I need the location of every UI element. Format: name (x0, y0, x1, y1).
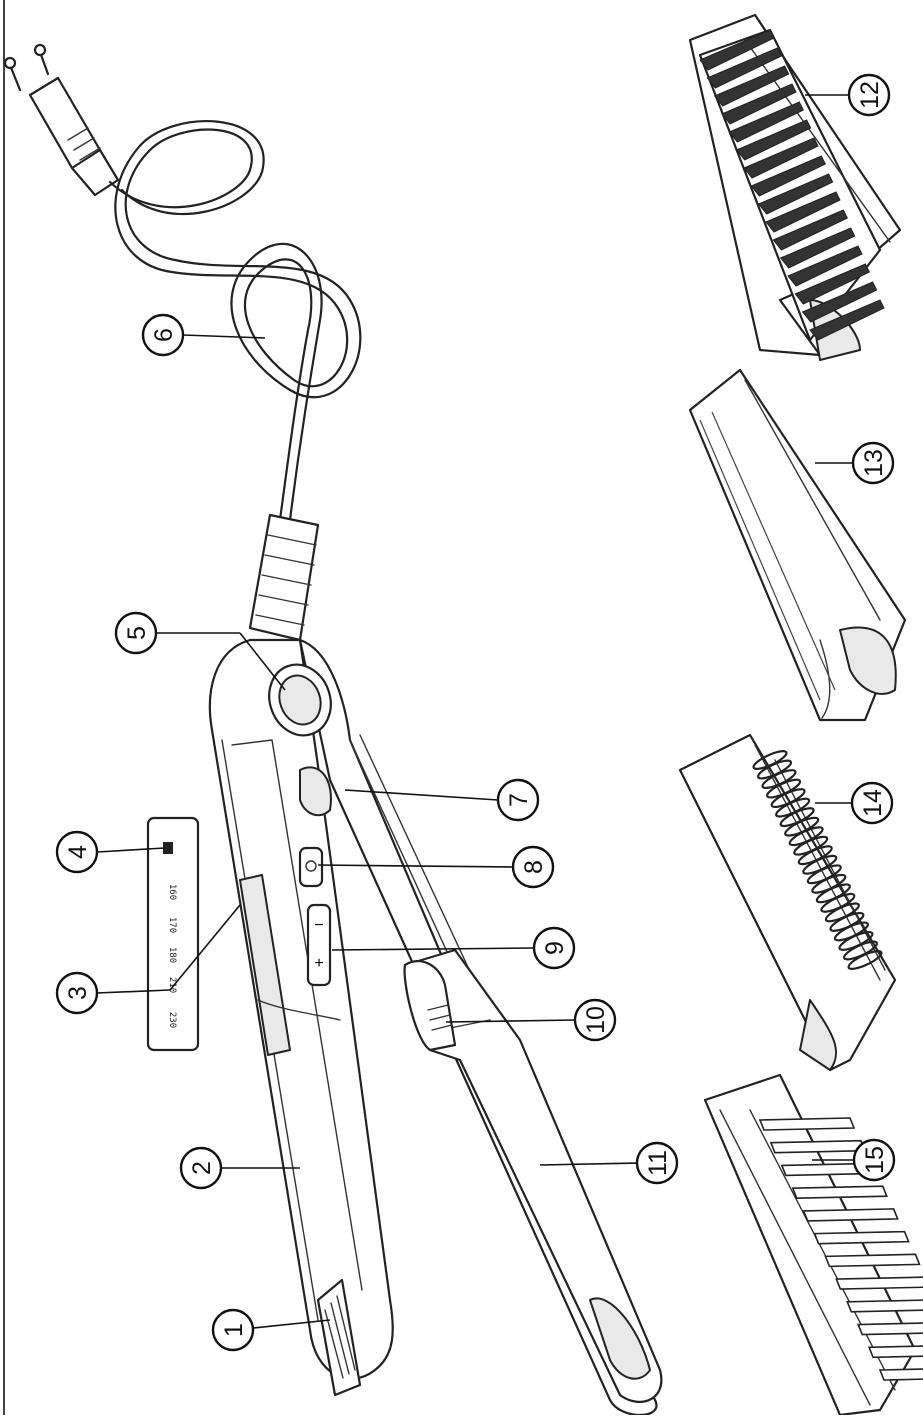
comb-tooth (809, 299, 885, 341)
callout-2-text: 2 (188, 1161, 216, 1175)
callout-7-text: 7 (505, 793, 533, 807)
callout-1-text: 1 (220, 1323, 248, 1337)
wide-comb-tooth (769, 1139, 867, 1154)
callout-8: 8 (511, 845, 555, 889)
plate-cover (403, 948, 663, 1403)
attachment-14-spiral-comb (678, 733, 897, 1072)
comb-tooth (735, 119, 812, 161)
comb-tooth (713, 65, 790, 107)
callout-5-text: 5 (123, 626, 151, 640)
callout-3: 3 (55, 971, 99, 1015)
cover-rib (711, 411, 836, 691)
leader-lines (96, 94, 854, 1329)
comb-tooth (765, 191, 841, 233)
temp-label-1: 170 (167, 917, 177, 933)
callouts: 1 2 3 4 5 6 7 8 (55, 73, 896, 1352)
power-dial (268, 663, 332, 737)
attachment-12-teeth (699, 29, 885, 341)
hinge-lock (299, 766, 332, 817)
power-button[interactable] (298, 846, 324, 888)
comb-tooth (787, 245, 863, 287)
comb-tooth (728, 101, 805, 143)
power-cord (108, 120, 362, 522)
callout-2: 2 (179, 1146, 223, 1190)
callout-13-text: 13 (860, 449, 888, 477)
comb-tooth (772, 209, 849, 251)
callout-11-text: 11 (644, 1150, 672, 1176)
attachment-15-wide-comb (703, 1073, 923, 1417)
comb-tooth (757, 173, 834, 215)
wide-comb-tooth (802, 1208, 899, 1222)
plus-button-label[interactable]: + (314, 955, 323, 972)
cord-strain-relief (248, 513, 320, 642)
temp-label-2: 180 (167, 947, 177, 963)
callout-13: 13 (851, 441, 895, 485)
callout-4: 4 (55, 830, 99, 874)
comb-tooth (721, 83, 797, 125)
callout-4-text: 4 (64, 845, 92, 859)
comb-tooth (706, 47, 783, 89)
display-panel: 160 170 180 210 230 (146, 816, 200, 1052)
comb-tooth (743, 137, 819, 179)
comb-tooth (750, 155, 827, 197)
release-latch (403, 959, 457, 1052)
callout-11: 11 (635, 1141, 679, 1185)
temp-label-4: 230 (167, 1012, 177, 1028)
temp-label-3: 210 (167, 977, 177, 993)
callout-14: 14 (850, 781, 894, 825)
control-buttons: − + (298, 846, 332, 987)
callout-12: 12 (847, 73, 891, 117)
callout-1: 1 (211, 1308, 255, 1352)
display-indicator-icon (163, 842, 173, 854)
wide-comb-tooth (813, 1230, 910, 1245)
attachment-13-ribs (699, 411, 836, 701)
callout-12-text: 12 (856, 81, 884, 109)
cover-rib (699, 419, 821, 701)
callout-14-text: 14 (859, 789, 887, 817)
wide-comb-tooth (758, 1117, 856, 1131)
wide-comb-tooth (857, 1322, 923, 1336)
wide-comb-tooth (878, 1368, 923, 1381)
attachment-13-cover (688, 368, 907, 722)
straightener-upper-arm (208, 638, 394, 1397)
callout-9-text: 9 (541, 941, 569, 955)
callout-15-text: 15 (861, 1146, 889, 1174)
callout-15: 15 (852, 1138, 896, 1182)
comb-tooth (699, 29, 775, 71)
spiral-coil (847, 950, 883, 970)
vent-grill (316, 1278, 362, 1397)
wide-comb-tooth (835, 1276, 923, 1290)
callout-10: 10 (573, 998, 617, 1042)
power-plug (3, 43, 120, 197)
minus-button-label[interactable]: − (314, 917, 323, 934)
comb-tooth (794, 263, 871, 305)
comb-tooth (801, 281, 878, 323)
temp-label-0: 160 (167, 884, 177, 900)
callout-6: 6 (141, 313, 185, 357)
comb-tooth (779, 227, 856, 269)
callout-8-text: 8 (520, 860, 548, 874)
callout-9: 9 (532, 926, 576, 970)
callout-6-text: 6 (150, 328, 178, 342)
wide-comb-tooth (867, 1345, 923, 1359)
callout-10-text: 10 (582, 1006, 610, 1034)
attachment-14-spiral (752, 750, 883, 970)
wide-comb-tooth (846, 1299, 923, 1313)
callout-5: 5 (114, 611, 158, 655)
wide-comb-tooth (824, 1253, 921, 1268)
callout-7: 7 (496, 778, 540, 822)
callout-3-text: 3 (64, 986, 92, 1000)
wide-comb-tooth (791, 1185, 888, 1199)
